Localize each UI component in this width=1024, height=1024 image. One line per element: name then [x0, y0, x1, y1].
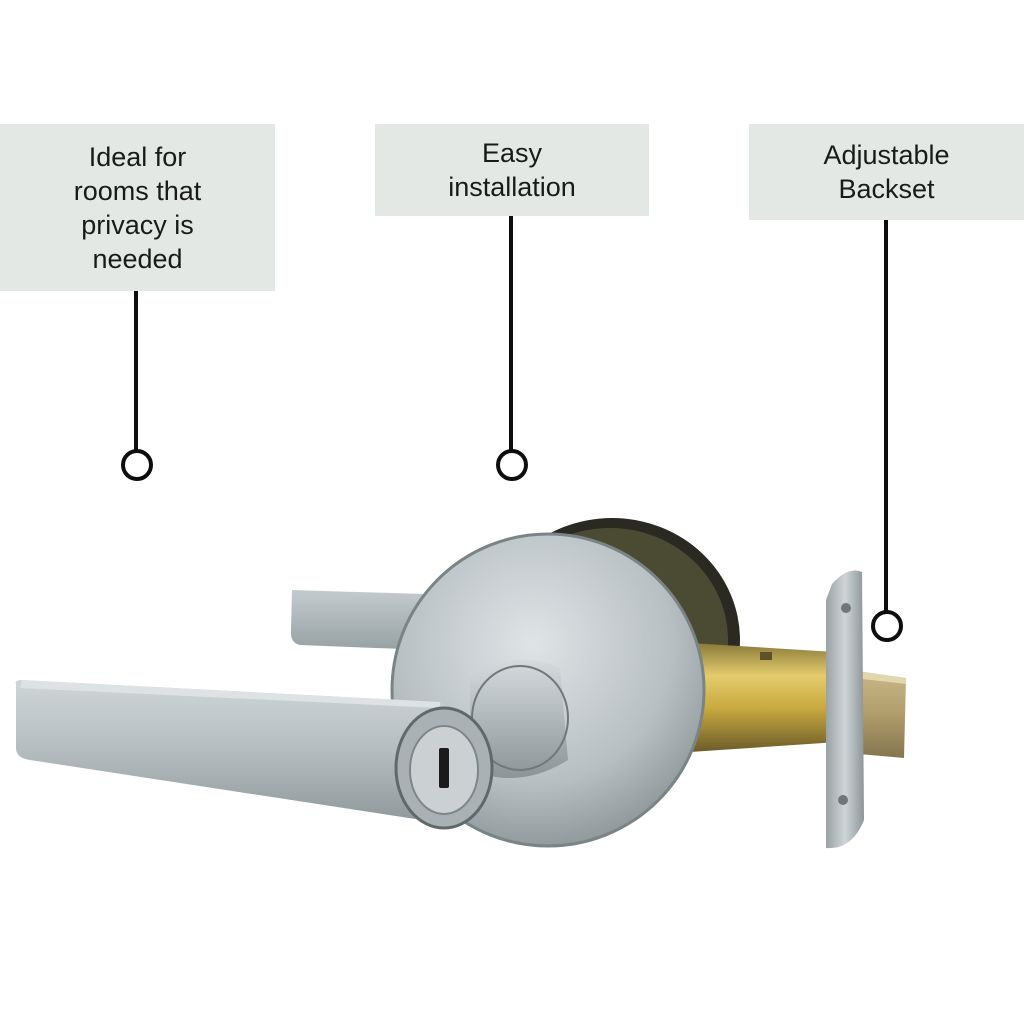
callout-installation-line-1: Easy [481, 138, 543, 168]
callout-privacy-line-3: privacy is [81, 209, 194, 240]
lever-neck [470, 659, 568, 778]
callout-backset-line-2: Backset [838, 174, 935, 204]
connector-line-backset [884, 220, 888, 612]
latch-faceplate [826, 570, 864, 849]
connector-line-privacy [134, 291, 138, 451]
connector-line-installation [509, 216, 513, 451]
callout-privacy-line-2: rooms that [73, 175, 202, 206]
callout-backset: Adjustable Backset [749, 124, 1024, 220]
rear-lever [290, 590, 428, 650]
connector-dot-privacy [121, 449, 153, 481]
emergency-slot [439, 748, 449, 788]
callout-installation: Easy installation [375, 124, 649, 216]
callout-installation-line-2: installation [448, 172, 576, 202]
connector-dot-backset [871, 610, 903, 642]
front-lever [15, 680, 470, 824]
brass-latch-tube [690, 643, 838, 752]
callout-privacy: Ideal for rooms that privacy is needed [0, 124, 275, 291]
callout-privacy-line-1: Ideal for [88, 141, 187, 172]
callout-privacy-line-4: needed [92, 243, 183, 274]
connector-dot-installation [496, 449, 528, 481]
callout-backset-line-1: Adjustable [823, 140, 950, 170]
